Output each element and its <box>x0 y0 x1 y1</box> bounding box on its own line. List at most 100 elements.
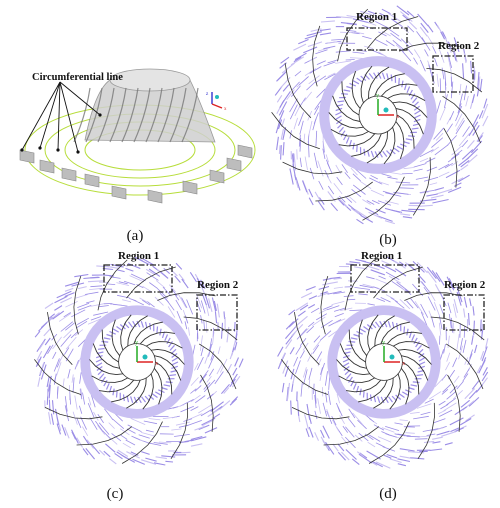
streamline <box>90 442 101 455</box>
streamline <box>471 379 480 390</box>
streamline <box>439 106 446 121</box>
streamline <box>346 29 357 32</box>
streamline <box>427 24 434 33</box>
streamline <box>307 41 323 48</box>
streamline <box>114 452 123 460</box>
streamline <box>171 361 179 366</box>
streamline <box>343 133 348 141</box>
streamline <box>232 367 238 376</box>
streamline <box>447 335 450 348</box>
streamline <box>52 310 65 320</box>
streamline <box>379 320 384 328</box>
caption-c: (c) <box>106 486 124 502</box>
streamline <box>478 110 484 119</box>
streamline <box>413 49 421 59</box>
streamline <box>99 373 105 380</box>
streamline <box>72 377 75 393</box>
streamline <box>374 39 388 46</box>
streamline <box>351 188 362 198</box>
streamline <box>445 169 461 179</box>
streamline <box>394 422 403 425</box>
streamline <box>71 374 74 383</box>
streamline <box>188 327 190 336</box>
streamline <box>181 297 188 309</box>
streamline <box>336 176 343 186</box>
streamline <box>439 291 447 307</box>
streamline <box>378 151 383 158</box>
streamline <box>174 434 190 437</box>
streamline <box>345 449 357 460</box>
streamline <box>335 50 351 53</box>
streamline <box>141 459 157 465</box>
streamline <box>194 395 206 404</box>
streamline <box>220 322 224 339</box>
streamline <box>453 375 460 383</box>
streamline <box>480 350 485 360</box>
streamline <box>317 292 329 298</box>
streamline <box>327 390 331 405</box>
streamline <box>327 290 342 295</box>
streamline <box>333 307 346 312</box>
streamline <box>466 148 479 160</box>
streamline <box>446 352 451 362</box>
region2-box <box>443 294 485 331</box>
streamline <box>377 200 392 206</box>
impeller-blade <box>89 359 123 376</box>
streamline <box>286 89 295 101</box>
streamline <box>90 316 102 321</box>
streamline <box>417 13 429 27</box>
streamline <box>446 117 451 125</box>
streamline <box>333 291 346 295</box>
streamline <box>327 59 339 64</box>
streamline <box>299 157 302 168</box>
streamline <box>346 14 359 18</box>
streamline <box>452 357 458 368</box>
streamline <box>295 177 301 191</box>
streamline <box>457 103 462 114</box>
streamline <box>354 287 371 290</box>
streamline <box>482 367 488 376</box>
streamline <box>308 379 311 389</box>
streamline <box>36 350 43 361</box>
streamline <box>289 98 298 113</box>
streamline <box>309 66 322 74</box>
streamline <box>318 180 324 190</box>
streamline <box>419 190 435 194</box>
streamline <box>308 75 320 85</box>
streamline <box>132 299 144 306</box>
streamline <box>97 413 104 424</box>
streamline <box>320 291 328 295</box>
streamline <box>414 301 424 315</box>
streamline <box>82 435 90 445</box>
streamline <box>354 31 365 35</box>
streamline <box>306 325 315 334</box>
streamline-plot-b: xy <box>271 5 489 225</box>
streamline <box>377 436 392 443</box>
streamline <box>455 113 463 127</box>
impeller-blade <box>368 66 390 99</box>
streamline <box>453 51 457 61</box>
axis-triad: zx <box>206 92 227 112</box>
streamline <box>136 284 144 289</box>
streamline <box>204 294 211 309</box>
streamline <box>199 373 207 384</box>
streamline <box>469 298 472 307</box>
streamline <box>388 275 401 284</box>
streamline <box>453 299 459 314</box>
streamline <box>223 311 226 320</box>
streamline <box>370 174 378 180</box>
streamline <box>216 303 220 318</box>
caption-d: (d) <box>379 486 397 502</box>
streamline <box>147 301 155 308</box>
streamline <box>439 316 443 330</box>
streamline <box>304 68 317 77</box>
impeller-blade <box>402 361 420 395</box>
diffuser-vane <box>417 402 436 460</box>
streamline <box>406 435 420 438</box>
streamline <box>231 396 239 404</box>
streamline <box>292 375 296 385</box>
streamline <box>139 297 147 303</box>
streamline <box>412 381 420 384</box>
streamline <box>444 37 452 53</box>
streamline <box>48 399 51 412</box>
